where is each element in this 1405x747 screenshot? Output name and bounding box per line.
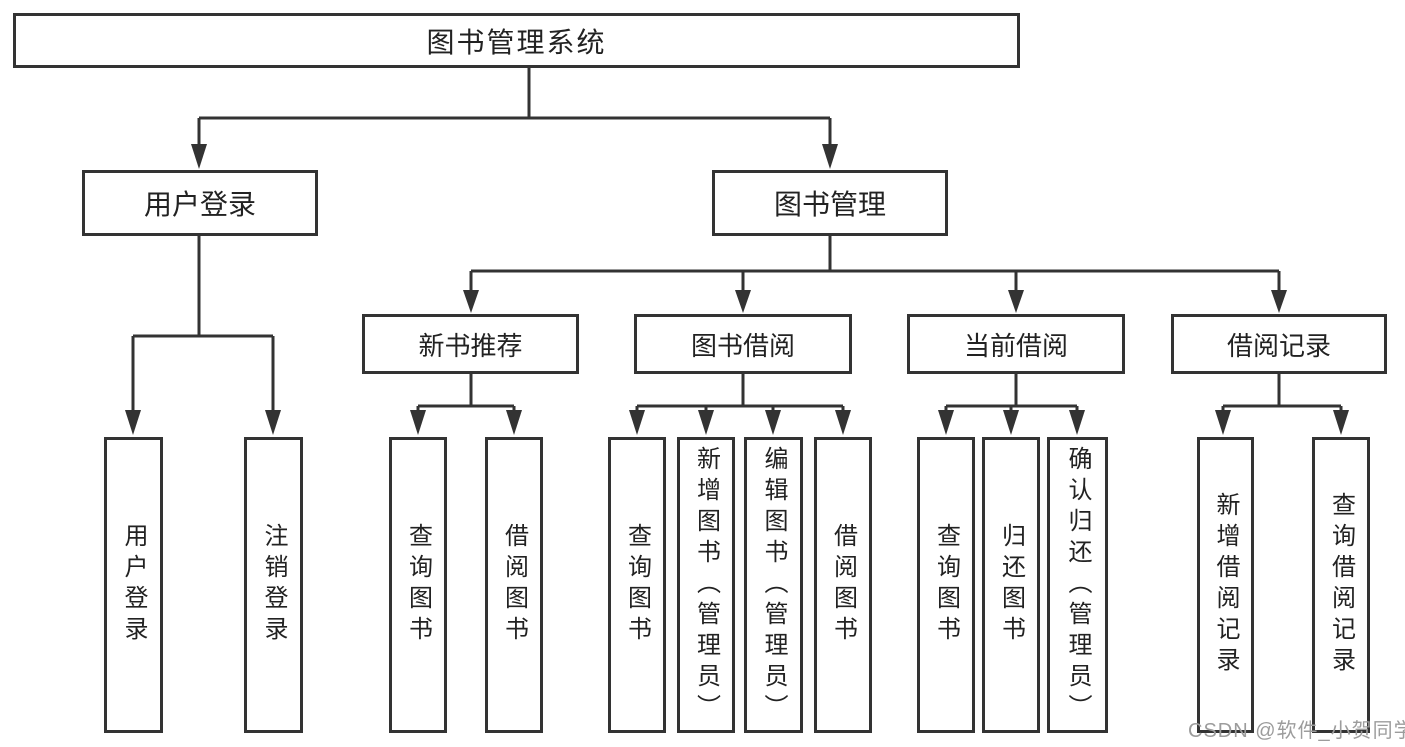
arrow-down-icon bbox=[1003, 410, 1019, 435]
connector-current-borrow-to-leaves bbox=[944, 374, 1079, 412]
node-label: 借阅图书 bbox=[500, 523, 528, 647]
node-label: 查询图书 bbox=[404, 523, 432, 647]
arrowheads bbox=[125, 144, 1349, 435]
connector-book-management-to-level3 bbox=[469, 236, 1281, 292]
connector-user-login-to-leaves bbox=[131, 236, 275, 412]
node-root-system: 图书管理系统 bbox=[13, 13, 1020, 68]
node-leaf-edit-books-admin: 编辑图书（管理员） bbox=[744, 437, 803, 733]
arrow-down-icon bbox=[629, 410, 645, 435]
node-label: 注销登录 bbox=[260, 523, 287, 647]
node-label: 图书借阅 bbox=[690, 330, 795, 361]
arrow-down-icon bbox=[191, 144, 207, 169]
arrow-down-icon bbox=[265, 410, 281, 435]
node-label: 用户登录 bbox=[143, 189, 256, 220]
node-label: 编辑图书（管理员） bbox=[760, 445, 787, 725]
node-leaf-borrow-books-recommend: 借阅图书 bbox=[485, 437, 543, 733]
node-leaf-query-books-current: 查询图书 bbox=[917, 437, 975, 733]
arrow-down-icon bbox=[463, 290, 479, 313]
node-borrowing-records: 借阅记录 bbox=[1171, 314, 1387, 374]
node-new-book-recommendation: 新书推荐 bbox=[362, 314, 579, 374]
arrow-down-icon bbox=[1008, 290, 1024, 313]
node-leaf-query-books-borrow: 查询图书 bbox=[608, 437, 666, 733]
node-label: 图书管理系统 bbox=[426, 26, 607, 58]
node-label: 查询借阅记录 bbox=[1327, 492, 1355, 678]
node-label: 确认归还（管理员） bbox=[1064, 445, 1091, 725]
node-leaf-return-books: 归还图书 bbox=[982, 437, 1040, 733]
csdn-watermark: CSDN @软件_小贺同学 bbox=[1188, 720, 1405, 742]
node-leaf-add-borrow-record: 新增借阅记录 bbox=[1197, 437, 1254, 733]
node-leaf-confirm-return-admin: 确认归还（管理员） bbox=[1047, 437, 1108, 733]
node-leaf-query-borrow-record: 查询借阅记录 bbox=[1312, 437, 1370, 733]
node-book-borrowing: 图书借阅 bbox=[634, 314, 852, 374]
arrow-down-icon bbox=[506, 410, 522, 435]
connector-book-borrow-to-leaves bbox=[635, 374, 845, 412]
node-label: 借阅记录 bbox=[1226, 330, 1331, 361]
node-label: 当前借阅 bbox=[963, 330, 1068, 361]
node-user-login: 用户登录 bbox=[82, 170, 318, 236]
arrow-down-icon bbox=[822, 144, 838, 169]
connector-root-to-level2 bbox=[197, 68, 832, 146]
node-leaf-query-books-recommend: 查询图书 bbox=[389, 437, 447, 733]
node-label: 查询图书 bbox=[623, 523, 651, 647]
node-label: 借阅图书 bbox=[829, 523, 857, 647]
node-leaf-logout: 注销登录 bbox=[244, 437, 303, 733]
arrow-down-icon bbox=[1069, 410, 1085, 435]
node-leaf-add-books-admin: 新增图书（管理员） bbox=[677, 437, 735, 733]
arrow-down-icon bbox=[938, 410, 954, 435]
arrow-down-icon bbox=[835, 410, 851, 435]
arrow-down-icon bbox=[698, 410, 714, 435]
arrow-down-icon bbox=[1271, 290, 1287, 313]
node-label: 新书推荐 bbox=[418, 330, 523, 361]
node-leaf-borrow-books: 借阅图书 bbox=[814, 437, 872, 733]
arrow-down-icon bbox=[765, 410, 781, 435]
node-book-management: 图书管理 bbox=[712, 170, 948, 236]
connector-borrow-record-to-leaves bbox=[1221, 374, 1343, 412]
arrow-down-icon bbox=[735, 290, 751, 313]
node-label: 归还图书 bbox=[997, 523, 1025, 647]
arrow-down-icon bbox=[410, 410, 426, 435]
arrow-down-icon bbox=[1333, 410, 1349, 435]
node-leaf-user-login: 用户登录 bbox=[104, 437, 163, 733]
arrow-down-icon bbox=[1215, 410, 1231, 435]
node-label: 用户登录 bbox=[120, 523, 147, 647]
connector-new-book-to-leaves bbox=[416, 374, 516, 412]
arrow-down-icon bbox=[125, 410, 141, 435]
node-label: 新增图书（管理员） bbox=[692, 445, 720, 725]
node-label: 新增借阅记录 bbox=[1212, 492, 1239, 678]
node-current-borrowing: 当前借阅 bbox=[907, 314, 1125, 374]
node-label: 图书管理 bbox=[773, 189, 886, 220]
node-label: 查询图书 bbox=[932, 523, 960, 647]
